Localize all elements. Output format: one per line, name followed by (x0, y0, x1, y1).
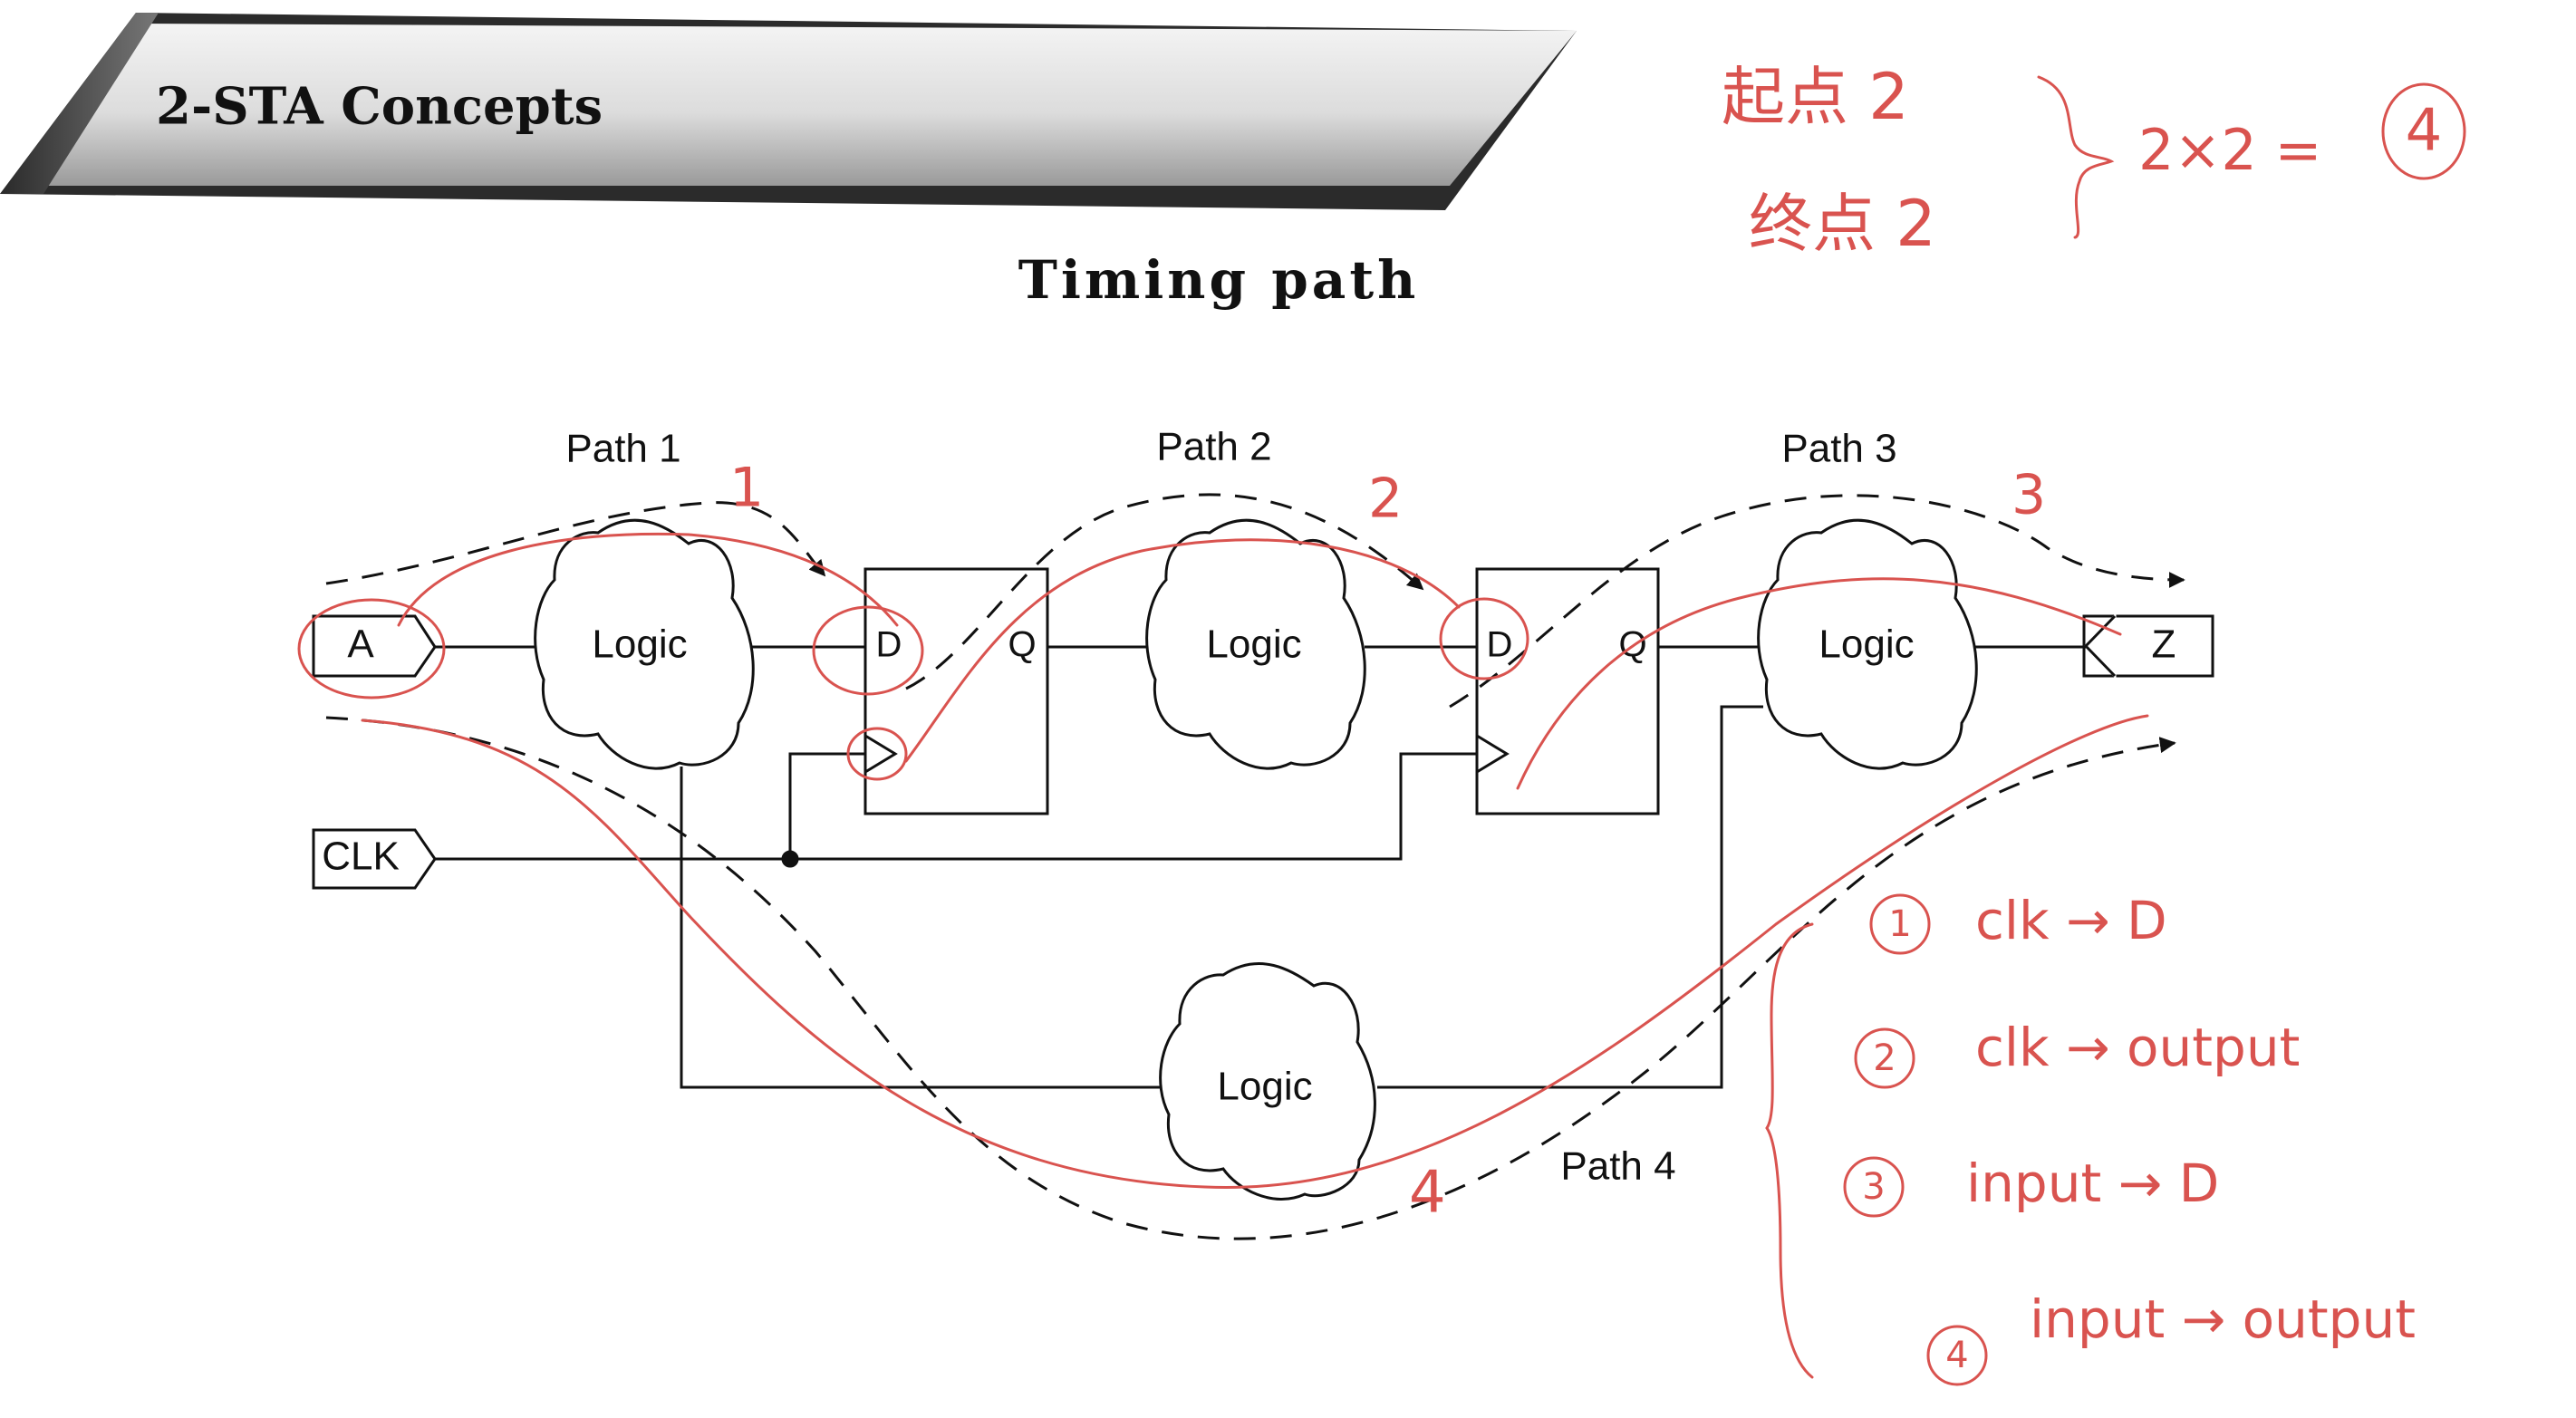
circle-input-a (297, 598, 446, 699)
dashed-paths (325, 493, 2185, 1240)
path4-dashed (325, 716, 2176, 1240)
banner-title: 2-STA Concepts (156, 77, 603, 137)
path-type-1-marker (1869, 893, 1931, 955)
wire-logic1-logic4 (680, 767, 1165, 1089)
path-number-2: 2 (1368, 468, 1403, 531)
path-type-2-number: 2 (1873, 1037, 1896, 1079)
flip-flop-2 (1475, 567, 1660, 815)
timing-path-diagram (312, 493, 2214, 1240)
logic-cloud-3 (1757, 518, 1978, 770)
label-port-z: Z (2152, 622, 2176, 667)
handwritten-annotations (297, 75, 2466, 1379)
note-start-points: 起点 2 (1722, 60, 1909, 134)
input-port-clk (312, 828, 437, 890)
circle-ff1-d (812, 605, 924, 696)
circle-result (2381, 82, 2466, 180)
label-logic-3: Logic (1819, 622, 1914, 667)
banner-body (27, 24, 1577, 186)
path-type-4-marker (1926, 1325, 1988, 1386)
logic-cloud-4 (1159, 962, 1376, 1201)
label-ff1-d: D (876, 625, 902, 665)
path-number-1: 1 (729, 457, 764, 520)
brace-list (1765, 922, 1814, 1379)
path2-dashed (905, 493, 1424, 690)
note-end-points: 终点 2 (1749, 187, 1936, 261)
label-path-4: Path 4 (1560, 1144, 1675, 1189)
path-type-item-3: 3 input → D (1843, 1153, 2219, 1218)
red-trace-path3 (1516, 577, 2122, 790)
path-type-item-2: 2 clk → output (1854, 1017, 2300, 1089)
clk-junction (781, 850, 799, 868)
path-type-item-1: 1 clk → D (1869, 890, 2167, 955)
path-type-1-number: 1 (1888, 903, 1911, 945)
slide-title: Timing path (1018, 249, 1420, 311)
path1-dashed (325, 501, 826, 585)
label-logic-4: Logic (1217, 1065, 1312, 1109)
wire-clk-ff1 (788, 752, 865, 859)
path-type-2-text: clk → output (1975, 1017, 2300, 1078)
ff1-clock-triangle (864, 734, 898, 774)
label-ff2-d: D (1487, 625, 1513, 665)
note-product-result: 4 (2406, 98, 2443, 165)
logic-cloud-1 (534, 518, 755, 770)
ff2-clock-triangle (1476, 734, 1510, 774)
circle-ff1-clk (846, 727, 908, 781)
input-port-a (312, 614, 437, 678)
path-type-1-text: clk → D (1975, 890, 2167, 951)
path-type-2-marker (1854, 1027, 1915, 1089)
label-port-clk: CLK (322, 834, 400, 879)
path-number-3: 3 (2012, 464, 2046, 527)
path3-dashed (1449, 494, 2185, 709)
path-type-list: 1 clk → D 2 clk → output 3 input → D 4 i… (1843, 890, 2416, 1386)
path-type-3-text: input → D (1966, 1153, 2219, 1214)
note-product: 2×2 = (2138, 117, 2322, 183)
red-trace-path4 (361, 714, 2149, 1190)
red-trace-path2 (904, 538, 1461, 763)
label-ff1-q: Q (1008, 625, 1036, 665)
red-trace-path1 (397, 532, 899, 627)
annotation-text: 起点 2 终点 2 2×2 = 4 1 2 3 4 1 clk → D 2 cl… (729, 60, 2443, 1386)
path-type-4-text: input → output (2030, 1288, 2416, 1350)
diagram-labels: A CLK Z Logic Logic Logic Logic D Q D Q … (322, 425, 2176, 1189)
banner-left-edge (0, 13, 159, 194)
brace-top (2037, 75, 2115, 239)
circle-ff2-d (1439, 597, 1529, 680)
wire-clk-ff2 (435, 752, 1477, 861)
path-type-3-number: 3 (1862, 1166, 1885, 1208)
header-banner: 2-STA Concepts (0, 13, 1577, 210)
logic-cloud-2 (1145, 518, 1366, 770)
label-logic-1: Logic (592, 622, 687, 667)
path-number-4: 4 (1409, 1160, 1446, 1227)
label-path-1: Path 1 (565, 427, 680, 471)
path-type-3-marker (1843, 1156, 1905, 1218)
label-logic-2: Logic (1206, 622, 1301, 667)
path-type-item-4: 4 input → output (1926, 1288, 2416, 1386)
label-path-2: Path 2 (1156, 425, 1271, 469)
label-path-3: Path 3 (1781, 427, 1896, 471)
path-type-4-number: 4 (1945, 1335, 1968, 1376)
label-port-a: A (347, 622, 374, 667)
